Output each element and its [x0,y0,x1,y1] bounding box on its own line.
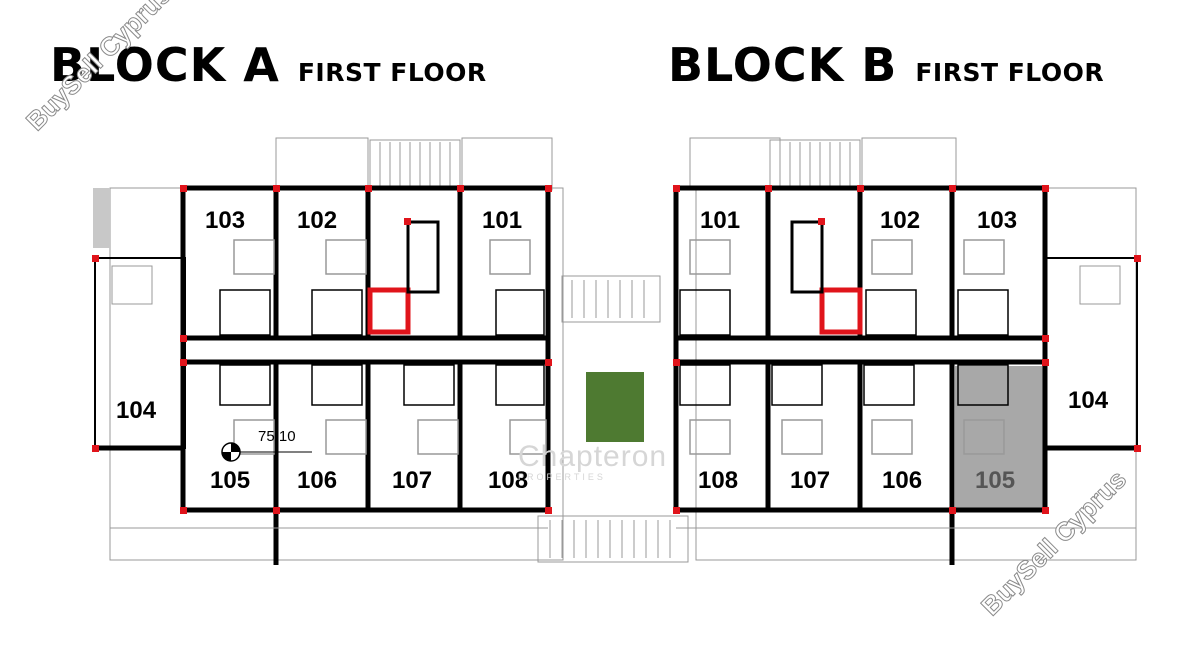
central-courtyard [586,372,644,442]
block-b-104-bed [1079,265,1121,305]
block-a-unit-108: 108 [488,467,528,494]
block-b-unit-108: 108 [698,467,738,494]
block-a-unit-107: 107 [392,467,432,494]
block-b-name: BLOCK B [668,38,898,92]
block-a-unit-105: 105 [210,467,250,494]
block-a-corner-markers [92,185,552,514]
bottom-stairs [537,515,689,563]
block-b-top-balcony-2 [861,137,957,191]
agency-watermark: Chapteron PROPERTIES [518,440,667,482]
block-a-floor: FIRST FLOOR [297,58,487,87]
block-b-unit-103: 103 [977,207,1017,234]
block-a-top-stairs [369,139,461,189]
block-b-corner-markers [673,185,1141,514]
block-a-top-balcony [275,137,369,191]
block-a-unit-102: 102 [297,207,337,234]
block-b-stair-core [790,220,824,294]
block-b-title: BLOCK B FIRST FLOOR [668,38,1104,92]
block-a-stair-core [406,220,440,294]
block-a-walls [95,185,551,565]
block-b-unit-102: 102 [880,207,920,234]
block-b-floor: FIRST FLOOR [915,58,1105,87]
block-a-balcony-outline [109,187,564,561]
agency-watermark-tagline: PROPERTIES [518,472,606,482]
level-marker-icon [221,442,312,462]
block-b-unit-101: 101 [700,207,740,234]
block-a-inner-walls [219,239,547,455]
block-b-plan: 101 102 103 104 108 107 106 105 [673,137,1141,565]
block-b-inner-walls [679,239,1009,455]
block-a-unit-104: 104 [116,397,157,424]
block-b-unit-107: 107 [790,467,830,494]
block-a-name: BLOCK A [50,38,280,92]
block-b-top-balcony [689,137,781,191]
block-a-title: BLOCK A FIRST FLOOR [50,38,487,92]
block-a-104-bed [111,265,153,305]
block-b-unit-104-outline [1044,257,1138,449]
block-b-unit-106: 106 [882,467,922,494]
block-a-unit-101: 101 [482,207,522,234]
block-a-side-panel [93,188,110,248]
agency-watermark-name: Chapteron [518,440,668,473]
block-a-unit-106: 106 [297,467,337,494]
block-b-elevator [819,287,863,335]
block-a-unit-103: 103 [205,207,245,234]
block-b-top-stairs [769,139,861,189]
block-a-top-balcony-2 [461,137,553,191]
block-a-plan: 75.10 103 102 101 104 105 106 107 108 [92,137,564,565]
central-bridge [537,275,689,563]
block-b-unit-105: 105 [975,467,1015,494]
level-marker-value: 75.10 [258,428,296,445]
block-a-elevator [367,287,411,335]
block-b-unit-105-highlight [955,366,1047,510]
block-b-unit-104: 104 [1068,387,1109,414]
